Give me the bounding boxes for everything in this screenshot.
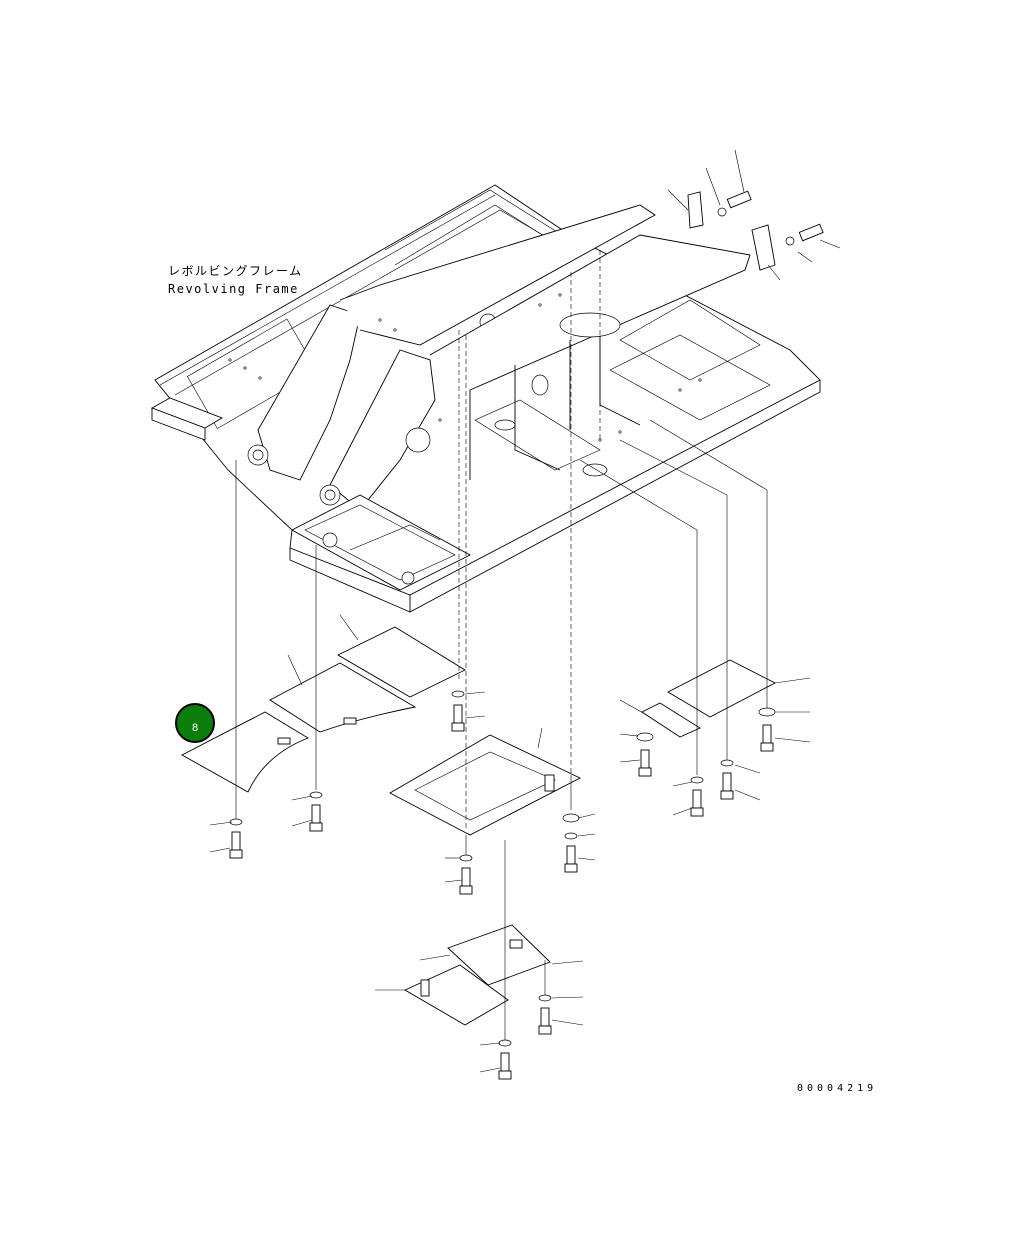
drawing-number: 00004219 — [797, 1083, 877, 1094]
small-cover-bottom-1 — [447, 924, 551, 986]
under-cover-upper — [337, 626, 466, 698]
small-cover-right — [641, 702, 701, 738]
frame-label-english: Revolving Frame — [168, 282, 299, 296]
revolving-frame — [150, 184, 824, 613]
callout-number: 8 — [192, 722, 198, 734]
under-cover-left — [269, 662, 417, 733]
under-cover-right — [667, 659, 776, 718]
fasteners — [229, 690, 776, 1080]
center-lines — [235, 250, 768, 1040]
part-callout-8: 8 — [175, 703, 215, 743]
under-cover-8 — [181, 711, 310, 793]
leader-lines — [209, 149, 841, 1073]
under-cover-center — [389, 734, 582, 836]
callout-badge — [175, 703, 215, 743]
cover-plates — [181, 626, 776, 1026]
frame-label-japanese: レボルビングフレーム — [168, 264, 303, 278]
small-cover-bottom-2 — [404, 964, 509, 1026]
